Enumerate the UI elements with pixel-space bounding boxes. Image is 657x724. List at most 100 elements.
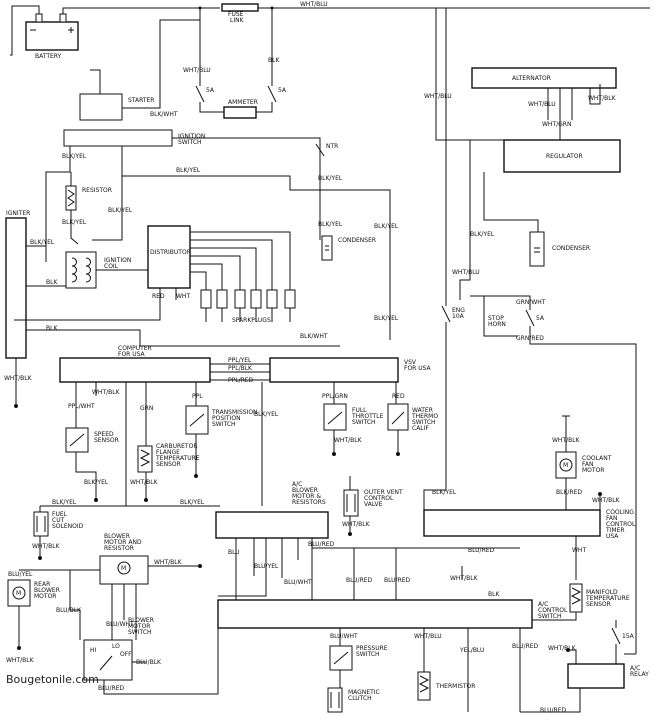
wire-label: BLK/YEL bbox=[318, 175, 343, 182]
wire-label: WHT/BLU bbox=[300, 1, 328, 8]
wire-label: BLK/YEL bbox=[180, 499, 205, 506]
fuse-label: 15A bbox=[622, 633, 635, 640]
wire-label: WHT/BLU bbox=[414, 633, 442, 640]
wire-label: BLU/BLK bbox=[136, 659, 162, 666]
wire-label: WHT/BLK bbox=[588, 95, 617, 102]
ignition-coil bbox=[65, 251, 97, 289]
vsv-for-usa bbox=[269, 357, 399, 383]
wire-label: WHT/BLK bbox=[334, 437, 363, 444]
wire-label: BLK bbox=[46, 325, 58, 332]
wire-label: BLU/RED bbox=[98, 685, 125, 692]
wire-label: BLK bbox=[46, 279, 58, 286]
computer-for-usa bbox=[59, 357, 211, 383]
wire-label: GRN/RED bbox=[516, 335, 544, 342]
wire-label: BLK/WHT bbox=[300, 333, 328, 340]
wire-label: BLK/YEL bbox=[432, 489, 457, 496]
condenser-1 bbox=[321, 235, 333, 261]
fuse-label: 5A bbox=[206, 87, 215, 94]
carburetor-flange-temperature-sensor bbox=[137, 445, 153, 473]
fuse-icon bbox=[267, 85, 277, 103]
wire-label: PPL bbox=[192, 393, 203, 400]
wire-label: BLK/YEL bbox=[62, 153, 87, 160]
wire-label: WHT/GRN bbox=[542, 121, 571, 128]
wire-label: BLU/YEL bbox=[8, 571, 33, 578]
wire-label: BLK/YEL bbox=[374, 223, 399, 230]
alternator-label: ALTERNATOR bbox=[512, 75, 551, 82]
regulator-label: REGULATOR bbox=[546, 153, 583, 160]
wire-label: PPL/RED bbox=[228, 377, 254, 384]
fuel-cut-solenoid bbox=[33, 511, 49, 537]
wire-label: WHT/BLK bbox=[6, 657, 35, 664]
wire-label: BLK/YEL bbox=[176, 167, 201, 174]
condenser-2 bbox=[529, 231, 545, 267]
ac-control-switch bbox=[217, 599, 533, 629]
wire-label: WHT/BLK bbox=[130, 479, 159, 486]
distributor bbox=[147, 225, 191, 289]
wire-label: PPL/GRN bbox=[322, 393, 348, 400]
battery-label: BATTERY bbox=[35, 53, 62, 60]
wire-label: PPL/BLK bbox=[228, 365, 253, 372]
wire-label: BLU/WHT bbox=[330, 633, 358, 640]
wire-label: BLU/RED bbox=[384, 577, 411, 584]
motor-icon: M bbox=[563, 462, 568, 469]
wire-label: WHT/BLK bbox=[342, 521, 371, 528]
motor-icon: M bbox=[16, 590, 21, 597]
wire-label: BLU/RED bbox=[540, 707, 567, 714]
full-throttle-switch bbox=[323, 403, 347, 431]
fuse-label: 5A bbox=[278, 87, 287, 94]
wire-label: WHT/BLK bbox=[92, 389, 121, 396]
wire-label: BLU/RED bbox=[308, 541, 335, 548]
ammeter bbox=[223, 106, 257, 119]
wire-label: WHT/BLK bbox=[32, 543, 61, 550]
wire-label: WHT/BLU bbox=[452, 269, 480, 276]
wire-label: WHT/BLU bbox=[528, 101, 556, 108]
wire-label: BLU/RED bbox=[512, 643, 539, 650]
wire-label: GRN bbox=[140, 405, 153, 412]
ac-relay bbox=[567, 663, 625, 689]
battery bbox=[25, 13, 79, 51]
fuse-icon bbox=[195, 85, 205, 103]
regulator bbox=[503, 139, 621, 173]
wire-label: BLU/RED bbox=[346, 577, 373, 584]
watermark-text: Bougetonile.com bbox=[6, 673, 99, 686]
ac-blower-motor-resistors bbox=[215, 511, 329, 539]
wire-label: BLK/YEL bbox=[62, 219, 87, 226]
wire-label: WHT bbox=[572, 547, 586, 554]
wire-label: BLU/YEL bbox=[254, 563, 279, 570]
water-thermo-switch bbox=[387, 403, 409, 431]
sparkplugs bbox=[200, 289, 296, 322]
wire-label: BLU bbox=[228, 549, 240, 556]
wire-label: BLU/BLK bbox=[56, 607, 82, 614]
fuse-label: 5A bbox=[536, 315, 545, 322]
distributor-label: DISTRIBUTOR bbox=[150, 249, 191, 256]
wire-label: GRN/WHT bbox=[516, 299, 546, 306]
wire-label: WHT/BLU bbox=[183, 67, 211, 74]
wire-label: WHT/BLK bbox=[592, 497, 621, 504]
wire-label: WHT/BLU bbox=[424, 93, 452, 100]
motor-icon: M bbox=[121, 565, 126, 572]
igniter bbox=[5, 217, 27, 359]
starter bbox=[79, 93, 123, 121]
wire-label: BLK/YEL bbox=[254, 411, 279, 418]
wire-label: BLK bbox=[268, 57, 280, 64]
switch-lo: LO bbox=[112, 643, 120, 650]
wire-label: WHT bbox=[176, 293, 190, 300]
